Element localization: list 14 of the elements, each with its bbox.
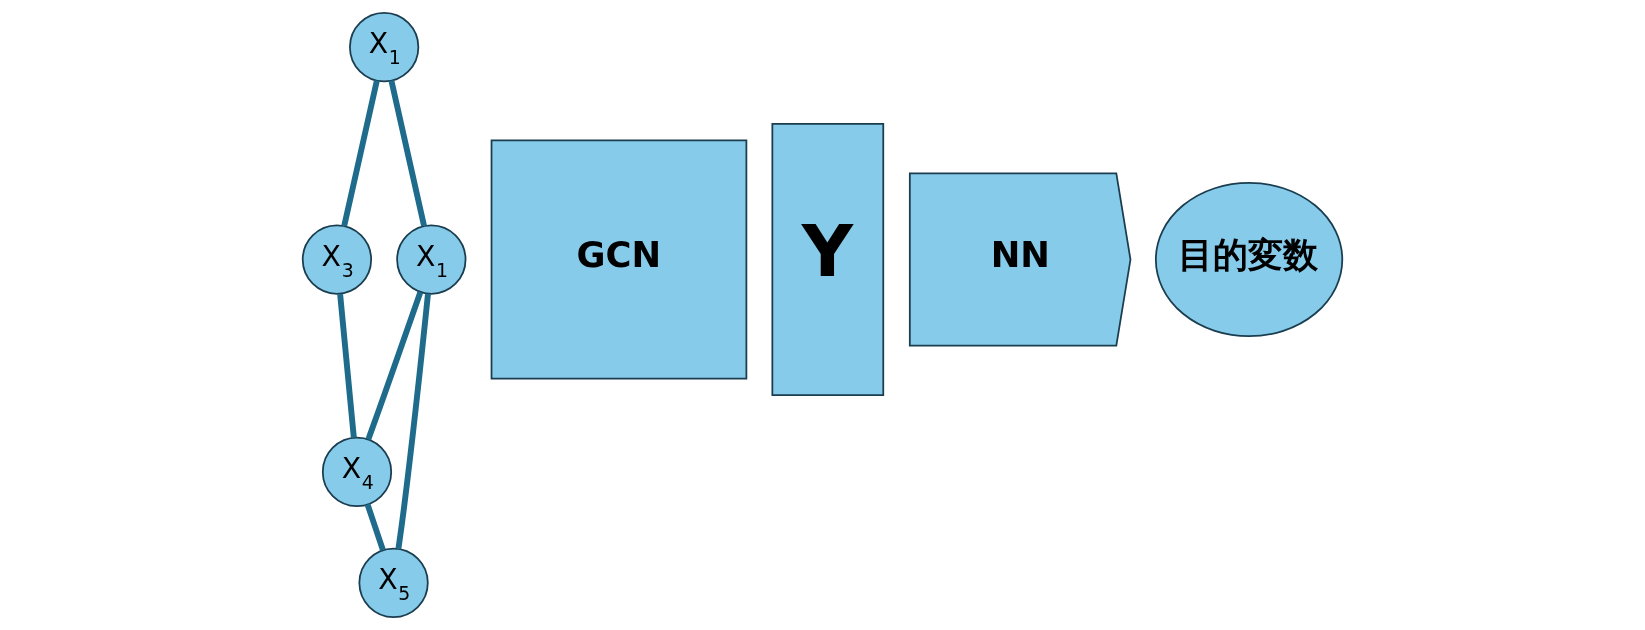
node-circle: X$_{1}$ — [396, 224, 467, 295]
node-circle: X$_{5}$ — [358, 547, 429, 618]
connector — [395, 293, 431, 550]
connector — [364, 503, 386, 551]
node-box: GCN — [490, 139, 748, 380]
node-circle: X$_{4}$ — [321, 436, 393, 508]
connector — [388, 80, 427, 227]
node-circle: X$_{3}$ — [301, 224, 373, 295]
connector — [365, 291, 424, 441]
connector — [341, 80, 380, 227]
node-box: Y — [771, 122, 885, 397]
node-ellipse: 目的変数 — [1154, 181, 1344, 338]
connector — [337, 293, 357, 438]
node-circle: X$_{1}$ — [349, 12, 420, 83]
